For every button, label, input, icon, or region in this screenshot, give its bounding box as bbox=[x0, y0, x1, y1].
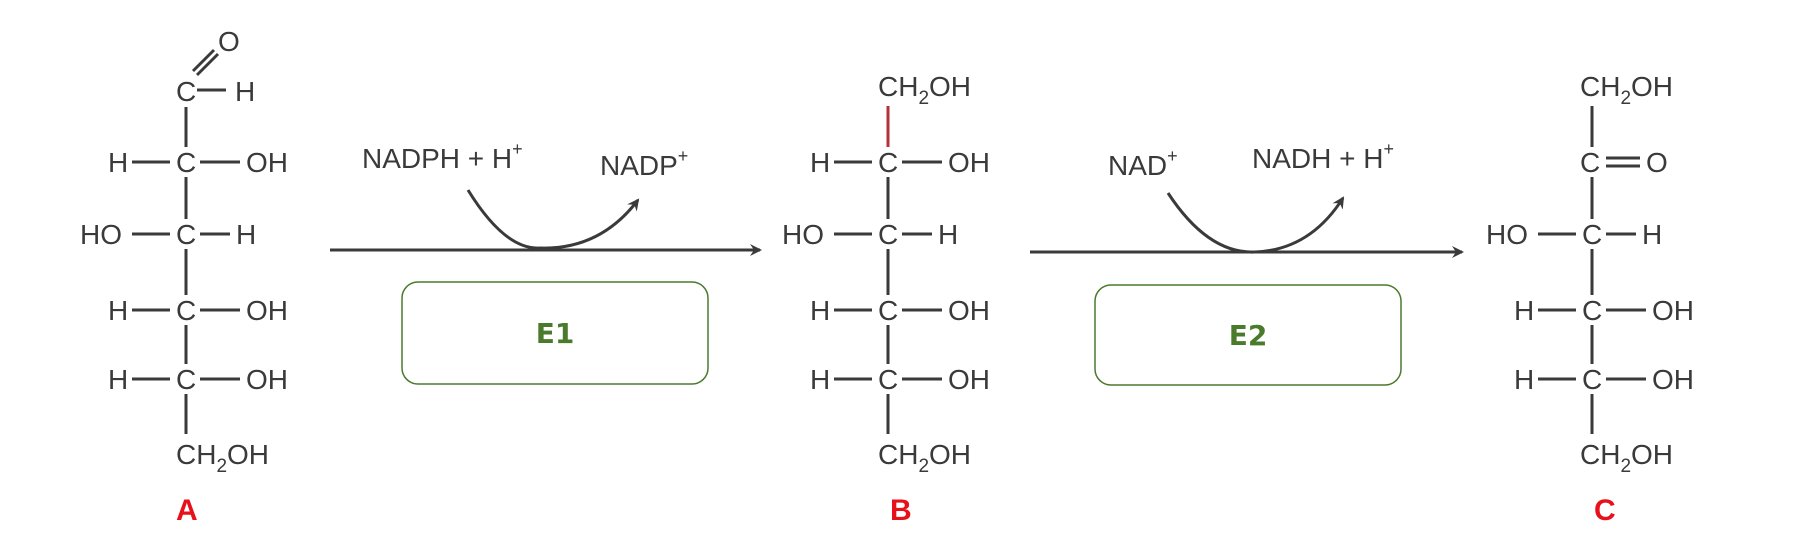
row-carbon: C bbox=[176, 147, 196, 178]
row-left-group: H bbox=[810, 295, 830, 326]
compound-label-a: A bbox=[176, 494, 198, 527]
ch2oh-group: CH2OH bbox=[878, 439, 971, 477]
double-bond-line-2 bbox=[195, 52, 220, 77]
compound-c: CH2OH C O HO C H H C OH H C OH CH2OH C bbox=[1486, 71, 1694, 527]
row-right-group: H bbox=[938, 219, 958, 250]
row-left-group: HO bbox=[80, 219, 122, 250]
ch2oh-group-highlighted: CH2OH bbox=[878, 71, 971, 109]
row-right-group: OH bbox=[246, 147, 288, 178]
ch2oh-group: CH2OH bbox=[176, 439, 269, 477]
aldehyde-hydrogen: H bbox=[235, 76, 255, 107]
compound-b: CH2OH H C OH HO C H H C OH H C OH CH2OH … bbox=[782, 71, 990, 527]
row-right-group: OH bbox=[948, 147, 990, 178]
row-carbon: C bbox=[1582, 364, 1602, 395]
compound-a: O C H H C OH HO C H H C OH H C OH bbox=[80, 26, 288, 527]
row-carbon: C bbox=[878, 295, 898, 326]
ch2oh-group: CH2OH bbox=[1580, 439, 1673, 477]
cofactor-curved-arrow-2 bbox=[1166, 192, 1345, 254]
double-bond-line-1 bbox=[191, 48, 216, 73]
row-right-group: OH bbox=[246, 295, 288, 326]
row-right-group: OH bbox=[948, 364, 990, 395]
row-left-group: H bbox=[810, 364, 830, 395]
aldehyde-carbon: C bbox=[176, 76, 196, 107]
keto-oxygen: O bbox=[1646, 147, 1668, 178]
row-right-group: OH bbox=[1652, 295, 1694, 326]
compound-label-c: C bbox=[1594, 494, 1616, 527]
enzyme-label-e2: E2 bbox=[1229, 319, 1268, 352]
cofactor-in-nadph: NADPH + H+ bbox=[362, 139, 523, 174]
row-carbon: C bbox=[176, 364, 196, 395]
row-carbon: C bbox=[878, 147, 898, 178]
enzyme-box-e2[interactable] bbox=[1094, 284, 1402, 386]
enzyme-label-e1: E1 bbox=[536, 317, 575, 350]
row-carbon: C bbox=[878, 219, 898, 250]
row-carbon: C bbox=[878, 364, 898, 395]
cofactor-out-nadp: NADP+ bbox=[600, 146, 688, 181]
cofactor-curved-arrow-1 bbox=[466, 189, 640, 250]
row-carbon: C bbox=[176, 219, 196, 250]
ch2oh-group: CH2OH bbox=[1580, 71, 1673, 109]
row-left-group: HO bbox=[782, 219, 824, 250]
row-carbon: C bbox=[1582, 295, 1602, 326]
row-right-group: H bbox=[1642, 219, 1662, 250]
reaction-2: NAD+ NADH + H+ E2 bbox=[1030, 139, 1464, 386]
row-carbon: C bbox=[1582, 219, 1602, 250]
row-right-group: OH bbox=[1652, 364, 1694, 395]
row-right-group: OH bbox=[948, 295, 990, 326]
cofactor-in-nad: NAD+ bbox=[1108, 146, 1178, 181]
enzyme-box-e1[interactable] bbox=[401, 281, 709, 385]
row-left-group: HO bbox=[1486, 219, 1528, 250]
row-right-group: H bbox=[236, 219, 256, 250]
cofactor-out-nadh: NADH + H+ bbox=[1252, 139, 1394, 174]
reaction-1: NADPH + H+ NADP+ E1 bbox=[330, 139, 762, 385]
compound-label-b: B bbox=[890, 494, 912, 527]
row-left-group: H bbox=[108, 364, 128, 395]
row-left-group: H bbox=[810, 147, 830, 178]
carbonyl-oxygen: O bbox=[218, 26, 240, 57]
row-right-group: OH bbox=[246, 364, 288, 395]
row-carbon: C bbox=[176, 295, 196, 326]
keto-carbon: C bbox=[1580, 147, 1600, 178]
row-left-group: H bbox=[108, 147, 128, 178]
row-left-group: H bbox=[1514, 364, 1534, 395]
row-left-group: H bbox=[108, 295, 128, 326]
row-left-group: H bbox=[1514, 295, 1534, 326]
